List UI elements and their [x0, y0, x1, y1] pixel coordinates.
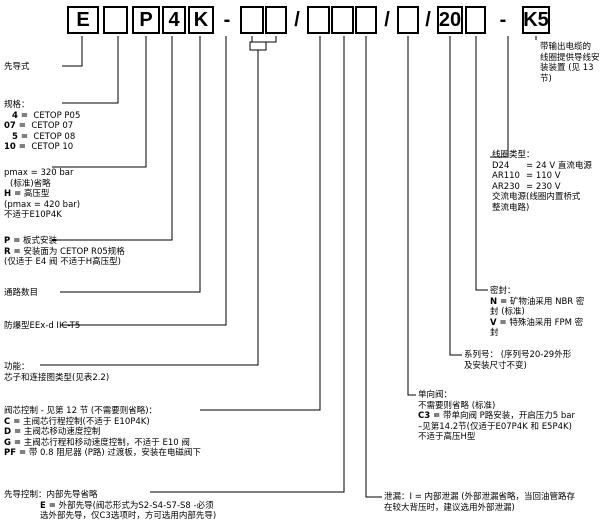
drain-line-2: 在较大背压时，建议选用外部泄漏) — [384, 502, 515, 513]
spool-control-row-d: D = 主阀芯移动速度控制 — [4, 427, 101, 437]
size-row-4: 4 = CETOP P05 — [12, 110, 81, 121]
seal-line-v: V = 特殊油采用 FPM 密 — [490, 317, 584, 328]
function-desc: 芯子和连接图类型(见表2.2) — [4, 372, 110, 383]
code-box-options-a — [307, 6, 330, 34]
cable-block: 带输出电缆的 线圈提供导线安 装装置 (见 13 节) — [540, 42, 600, 84]
function-title: 功能： — [4, 362, 30, 372]
series-line-2: 及安装尺寸不变) — [464, 360, 527, 371]
pilot-control-line-3: 选外部先导，仅C3选项时，方可选用内部先导) — [40, 511, 217, 521]
series-block: 系列号： (序列号20-29外形 及安装尺寸不变) — [464, 350, 571, 371]
code-box-pilot: P — [132, 6, 160, 34]
check-valve-line-c3: C3 = 带单向阀 P路安装，开启压力5 bar — [418, 411, 575, 421]
coil-line-5: 交流电源(线圈内置桥式 — [492, 192, 581, 202]
spool-control-row-g: G = 主阀芯行程和移动速度控制，不适于 E10 阀 — [4, 437, 190, 448]
code-box-check-valve — [397, 6, 419, 34]
coil-row-ar230: AR230= 230 V — [492, 181, 561, 192]
mount-line-2: R = 安装面为 CETOP R05规格 — [4, 246, 125, 257]
size-block: 规格： 4 = CETOP P05 07 = CETOP 07 5 = CETO… — [4, 100, 80, 153]
drain-block: 泄漏：I = 内部泄漏 (外部泄漏省略，当回油管路存 在较大背压时，建议选用外部… — [384, 492, 575, 513]
size-row-5: 5 = CETOP 08 — [12, 131, 76, 142]
code-box-function-a — [240, 6, 264, 34]
pressure-line-5: 不适于E10P4K — [4, 210, 62, 220]
pressure-line-1: pmax = 320 bar — [4, 168, 74, 178]
seal-line-2: 封 (标准) — [490, 307, 525, 317]
coil-title: 线圈类型： — [492, 150, 535, 160]
pressure-line-2: (标准)省略 — [10, 178, 51, 189]
check-valve-line-3: –见第14.2节(仅适于E07P4K 和 E5P4K) — [418, 421, 572, 432]
pressure-block: pmax = 320 bar (标准)省略 H = 高压型 (pmax = 42… — [4, 168, 80, 221]
check-valve-title: 单向阀： — [418, 390, 453, 400]
code-box-options-c — [355, 6, 377, 34]
pilot-type-label: 先导式 — [4, 62, 30, 72]
spool-control-row-c: C = 主阀芯行程控制(不适于 E10P4K) — [4, 416, 150, 427]
size-row-07: 07 = CETOP 07 — [4, 121, 74, 131]
pilot-control-line-1: 先导控制：内部先导省略 — [4, 490, 98, 500]
code-sep-dash-2: - — [499, 8, 507, 31]
size-row-10: 10 = CETOP 10 — [4, 142, 74, 152]
cable-line-2: 线圈提供导线安 — [540, 52, 600, 63]
ports-label: 通路数目 — [4, 288, 39, 298]
cable-line-4: 节) — [540, 73, 552, 84]
code-box-series-number: 20 — [437, 6, 463, 34]
cable-line-1: 带输出电缆的 — [540, 42, 592, 52]
mount-line-3: (仅适于 E4 阀 不适于H高压型) — [4, 257, 121, 267]
pressure-line-4: (pmax = 420 bar) — [4, 199, 81, 210]
code-box-blank-1 — [103, 6, 128, 34]
code-sep-slash-3: / — [425, 8, 431, 31]
coil-block: 线圈类型： D24= 24 V 直流电源 AR110= 110 V AR230=… — [492, 150, 592, 213]
check-valve-line-4: 不适于高压H型 — [418, 432, 476, 442]
spool-control-title: 阀芯控制 - 见第 12 节 (不需要则省略)： — [4, 406, 158, 416]
explosion-proof-label: 防爆型EEx-d IIC-T5 — [4, 321, 81, 331]
mount-block: P = 板式安装 R = 安装面为 CETOP R05规格 (仅适于 E4 阀 … — [4, 236, 125, 268]
mount-line-1: P = 板式安装 — [4, 236, 58, 246]
spool-control-block: 阀芯控制 - 见第 12 节 (不需要则省略)： C = 主阀芯行程控制(不适于… — [4, 406, 201, 459]
coil-row-d24: D24= 24 V 直流电源 — [492, 160, 592, 171]
pilot-control-line-2: E = 外部先导(阀芯形式为S2-S4-S7-S8 -必须 — [40, 500, 214, 511]
code-sep-dash-1: - — [223, 8, 231, 31]
drain-line-1: 泄漏：I = 内部泄漏 (外部泄漏省略，当回油管路存 — [384, 492, 576, 502]
code-box-size: 4 — [162, 6, 186, 34]
spool-control-row-pf: PF = 带 0.8 阻尼器 (P路) 过渡板，安装在电磁阀下 — [4, 448, 201, 458]
pilot-control-block: 先导控制：内部先导省略 E = 外部先导(阀芯形式为S2-S4-S7-S8 -必… — [4, 490, 216, 522]
series-line-1: 系列号： (序列号20-29外形 — [464, 350, 572, 360]
pressure-line-3: H = 高压型 — [4, 189, 50, 199]
code-sep-slash-2: / — [384, 8, 390, 31]
code-box-seal — [465, 6, 486, 34]
cable-line-3: 装装置 (见 13 — [540, 63, 594, 73]
coil-row-ar110: AR110= 110 V — [492, 171, 561, 181]
function-block: 功能： 芯子和连接图类型(见表2.2) — [4, 362, 109, 383]
code-box-coil-k5: K5 — [522, 6, 550, 34]
code-sep-slash-1: / — [294, 8, 300, 31]
check-valve-block: 单向阀： 不需要则省略 (标准) C3 = 带单向阀 P路安装，开启压力5 ba… — [418, 390, 575, 443]
seal-title: 密封： — [490, 286, 516, 296]
seal-line-n: N = 矿物油采用 NBR 密 — [490, 296, 585, 307]
coil-line-6: 整流电路) — [492, 202, 530, 213]
code-box-function-b — [265, 6, 287, 34]
code-box-options-b — [331, 6, 354, 34]
code-box-ways: K — [188, 6, 214, 34]
seal-line-4: 封 — [490, 328, 499, 338]
seal-block: 密封： N = 矿物油采用 NBR 密 封 (标准) V = 特殊油采用 FPM… — [490, 286, 584, 339]
size-title: 规格： — [4, 100, 30, 110]
check-valve-line-1: 不需要则省略 (标准) — [418, 400, 496, 411]
code-box-series: E — [67, 6, 99, 34]
